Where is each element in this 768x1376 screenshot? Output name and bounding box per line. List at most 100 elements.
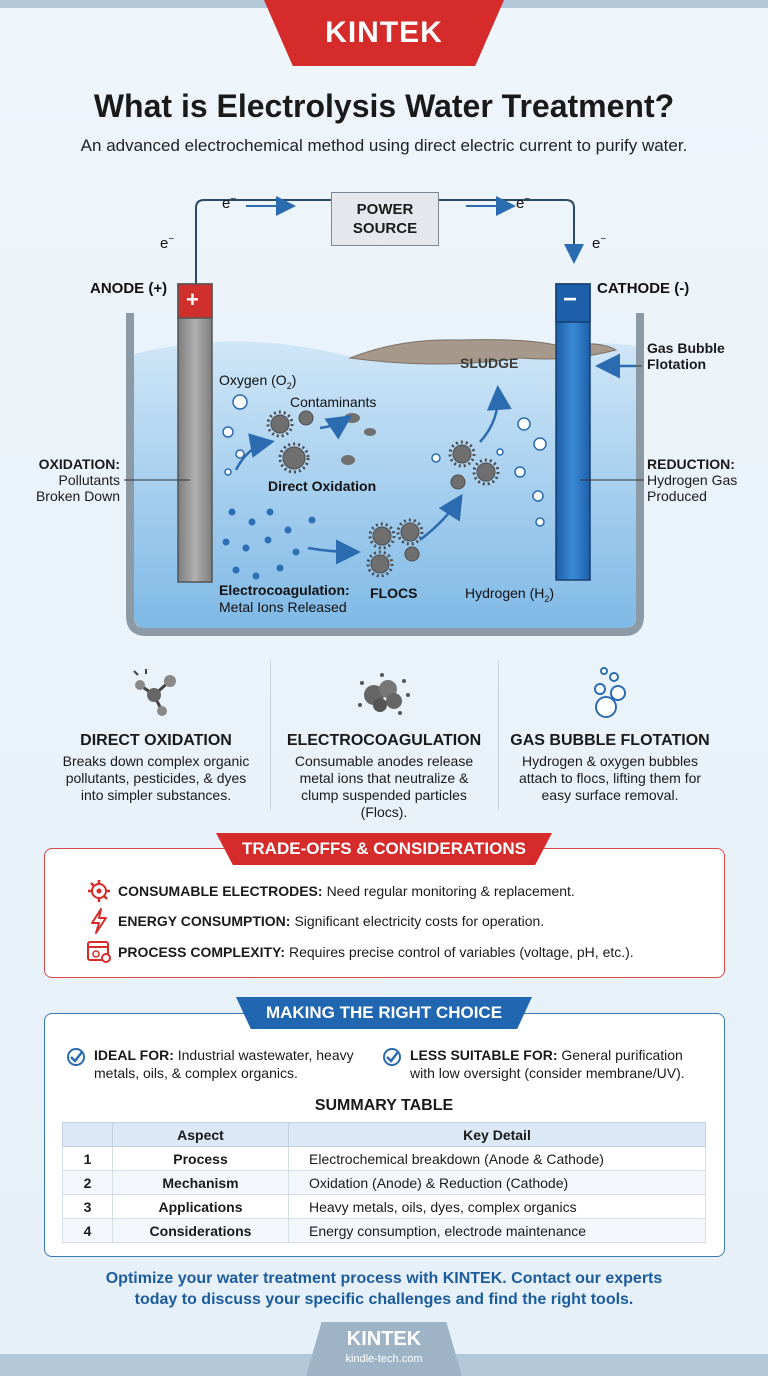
table-header: Aspect xyxy=(112,1122,289,1147)
particles-icon xyxy=(264,660,504,726)
table-cell: Electrochemical breakdown (Anode & Catho… xyxy=(288,1146,706,1171)
cathode-label: CATHODE (-) xyxy=(597,280,690,297)
contaminants-label: Contaminants xyxy=(290,394,377,410)
table-cell: 4 xyxy=(62,1218,113,1243)
tradeoff-item: PROCESS COMPLEXITY: Requires precise con… xyxy=(80,940,634,964)
table-cell: Considerations xyxy=(112,1218,289,1243)
method-gas-bubble-flotation: GAS BUBBLE FLOTATION Hydrogen & oxygen b… xyxy=(490,660,730,804)
choice-header: MAKING THE RIGHT CHOICE xyxy=(236,997,532,1029)
divider xyxy=(270,660,271,810)
table-cell: 1 xyxy=(62,1146,113,1171)
table-row: 4 Considerations Energy consumption, ele… xyxy=(62,1218,706,1243)
anode-label: ANODE (+) xyxy=(90,280,168,297)
table-row: 1 Process Electrochemical breakdown (Ano… xyxy=(62,1146,706,1171)
oxidation-label: OXIDATION: Pollutants Broken Down xyxy=(20,456,120,504)
tradeoff-item: CONSUMABLE ELECTRODES: Need regular moni… xyxy=(80,878,575,904)
page-subtitle: An advanced electrochemical method using… xyxy=(80,136,688,155)
reduction-line: Produced xyxy=(647,488,707,504)
table-header: Key Detail xyxy=(288,1122,706,1147)
method-title: DIRECT OXIDATION xyxy=(80,732,232,749)
oxygen-label: Oxygen (O2) xyxy=(219,372,297,391)
cathode-sign: − xyxy=(563,286,578,313)
table-header-row: Aspect Key Detail xyxy=(62,1122,706,1147)
anode-sign: + xyxy=(186,287,199,312)
electrolysis-diagram: POWER SOURCE e− e− e− e− ANODE (+) CATHO… xyxy=(0,180,768,640)
call-to-action[interactable]: Optimize your water treatment process wi… xyxy=(60,1268,708,1310)
power-label-2: SOURCE xyxy=(352,220,418,237)
ideal-term: IDEAL FOR: xyxy=(94,1047,174,1063)
gas-bubble-line: Flotation xyxy=(647,356,707,372)
footer-logo[interactable]: KINTEK kindle-tech.com xyxy=(306,1322,462,1376)
method-electrocoagulation: ELECTROCOAGULATION Consumable anodes rel… xyxy=(264,660,504,821)
method-direct-oxidation: DIRECT OXIDATION Breaks down complex org… xyxy=(36,660,276,804)
gas-bubble-label: Gas Bubble Flotation xyxy=(647,340,725,372)
electron-label: e− xyxy=(222,194,237,212)
metal-ions-label: Metal Ions Released xyxy=(219,599,347,615)
cta-line: today to discuss your specific challenge… xyxy=(134,1291,634,1308)
less-text: with low oversight (consider membrane/UV… xyxy=(410,1065,685,1081)
summary-table-title: SUMMARY TABLE xyxy=(314,1097,454,1114)
ideal-for: IDEAL FOR: Industrial wastewater, heavy … xyxy=(66,1046,376,1082)
table-cell: Process xyxy=(112,1146,289,1171)
tradeoff-text: Need regular monitoring & replacement. xyxy=(326,883,575,899)
control-panel-icon xyxy=(80,940,118,964)
oxidation-title: OXIDATION: xyxy=(38,456,120,472)
ideal-text: Industrial wastewater, heavy xyxy=(177,1047,354,1063)
tradeoffs-header: TRADE-OFFS & CONSIDERATIONS xyxy=(216,833,552,865)
method-title: GAS BUBBLE FLOTATION xyxy=(510,732,710,749)
electrocoagulation-label: Electrocoagulation: xyxy=(219,582,350,598)
lightning-icon xyxy=(80,908,118,934)
table-cell: Oxidation (Anode) & Reduction (Cathode) xyxy=(288,1170,706,1195)
footer-brand: KINTEK xyxy=(346,1328,422,1350)
direct-oxidation-label: Direct Oxidation xyxy=(268,478,377,494)
oxidation-line: Broken Down xyxy=(35,488,120,504)
molecule-icon xyxy=(36,660,276,726)
gas-bubble-line: Gas Bubble xyxy=(647,340,725,356)
table-cell: Heavy metals, oils, dyes, complex organi… xyxy=(288,1194,706,1219)
brand-logo[interactable]: KINTEK xyxy=(264,0,504,66)
flocs-label: FLOCS xyxy=(370,585,418,601)
tradeoff-item: ENERGY CONSUMPTION: Significant electric… xyxy=(80,908,544,934)
methods-section: DIRECT OXIDATION Breaks down complex org… xyxy=(0,660,768,820)
reduction-label: REDUCTION: Hydrogen Gas Produced xyxy=(647,456,757,504)
less-term: LESS SUITABLE FOR: xyxy=(410,1047,558,1063)
check-circle-icon xyxy=(66,1046,94,1082)
method-title: ELECTROCOAGULATION xyxy=(286,732,482,749)
divider xyxy=(498,660,499,810)
oxidation-line: Pollutants xyxy=(58,472,120,488)
tradeoff-term: PROCESS COMPLEXITY: xyxy=(118,944,285,960)
power-label-1: POWER xyxy=(356,201,414,218)
cta-line: Optimize your water treatment process wi… xyxy=(105,1270,663,1287)
footer-url[interactable]: kindle-tech.com xyxy=(345,1353,423,1365)
summary-table: Aspect Key Detail 1 Process Electrochemi… xyxy=(62,1122,706,1243)
electron-label: e− xyxy=(160,234,175,252)
electron-label: e− xyxy=(516,194,531,212)
page-title: What is Electrolysis Water Treatment? xyxy=(93,88,675,124)
tradeoff-text: Significant electricity costs for operat… xyxy=(294,913,545,929)
bubbles-icon xyxy=(490,660,730,726)
table-cell: Energy consumption, electrode maintenanc… xyxy=(288,1218,706,1243)
table-header xyxy=(62,1122,113,1147)
table-row: 3 Applications Heavy metals, oils, dyes,… xyxy=(62,1194,706,1219)
less-text: General purification xyxy=(561,1047,683,1063)
hydrogen-label: Hydrogen (H2) xyxy=(465,585,555,604)
tradeoff-text: Requires precise control of variables (v… xyxy=(288,944,634,960)
power-source-box: POWER SOURCE xyxy=(331,192,439,246)
tradeoffs-box xyxy=(44,848,725,978)
check-circle-icon xyxy=(382,1046,410,1082)
tradeoff-term: CONSUMABLE ELECTRODES: xyxy=(118,883,323,899)
less-suitable-for: LESS SUITABLE FOR: General purification … xyxy=(382,1046,712,1082)
diagram-graphic xyxy=(124,196,644,636)
reduction-title: REDUCTION: xyxy=(647,456,735,472)
reduction-line: Hydrogen Gas xyxy=(647,472,738,488)
table-cell: Applications xyxy=(112,1194,289,1219)
gear-wrench-icon xyxy=(80,878,118,904)
electron-label: e− xyxy=(592,234,607,252)
sludge-label: SLUDGE xyxy=(460,355,519,371)
tradeoff-term: ENERGY CONSUMPTION: xyxy=(118,913,291,929)
table-cell: 3 xyxy=(62,1194,113,1219)
ideal-text: metals, oils, & complex organics. xyxy=(94,1065,298,1081)
